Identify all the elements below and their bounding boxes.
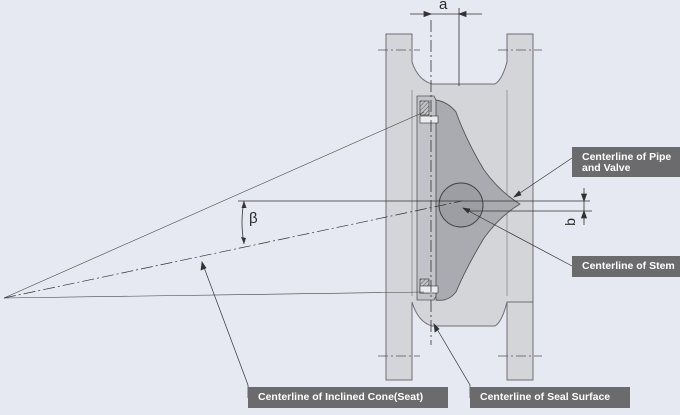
cone-centerline — [3, 200, 463, 299]
dimension-b-arrow — [580, 188, 588, 225]
dimension-a-label: a — [439, 0, 448, 13]
dimension-a-arrow — [410, 10, 482, 18]
bolt-centerlines — [378, 49, 542, 357]
seat-ring — [416, 95, 439, 301]
callout-inclined-cone-centerline: Centerline of Inclined Cone(Seat) — [248, 387, 448, 408]
dimension-b-label: b — [561, 218, 578, 226]
screw-top — [419, 115, 439, 124]
screw-bottom — [419, 285, 439, 294]
callout-stem-centerline: Centerline of Stem — [572, 256, 680, 277]
valve-body-lower-right — [506, 301, 534, 381]
stem — [438, 182, 484, 228]
beta-label: β — [249, 210, 258, 227]
seal-top-hatch — [419, 100, 430, 116]
cone-lines — [3, 111, 425, 299]
callout-pipe-valve-centerline: Centerline of Pipe and Valve — [572, 147, 680, 177]
callout-seal-surface-centerline: Centerline of Seal Surface — [470, 387, 630, 408]
